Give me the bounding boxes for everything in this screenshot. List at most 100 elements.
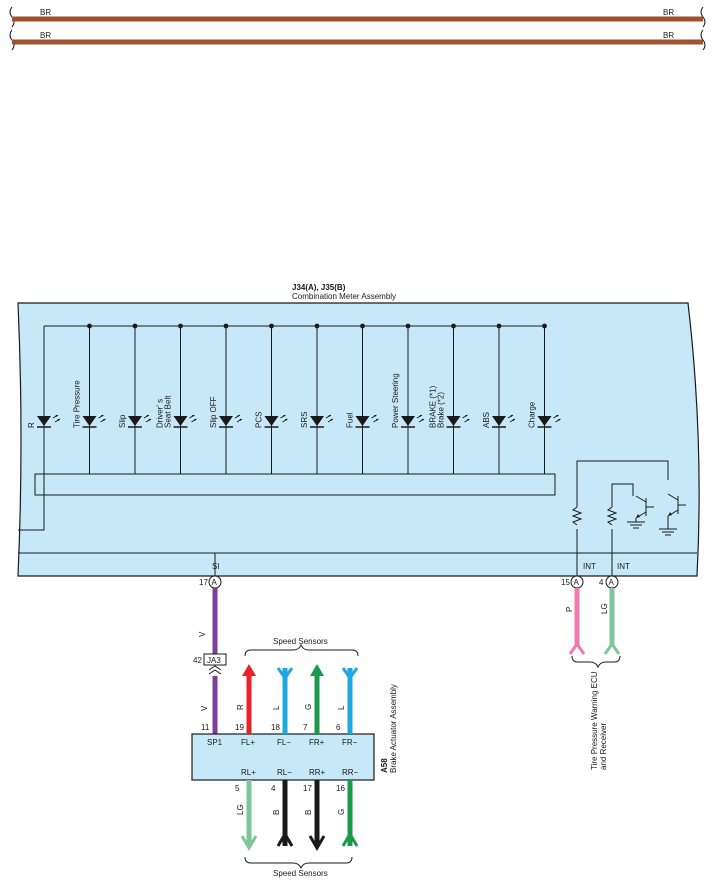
indicator-label: ABS: [482, 412, 491, 428]
int1-connector-marker: A: [570, 575, 584, 589]
light-ray-head: [419, 415, 424, 421]
indicator-lamp: Slip OFF: [209, 323, 243, 474]
indicator-label: Tire Pressure: [73, 380, 82, 428]
top-br-wires: BR BR BR BR: [9, 6, 706, 51]
wire-color-label: L: [337, 705, 346, 710]
light-ray-head: [556, 415, 561, 421]
int2-connector-marker: A: [605, 575, 619, 589]
svg-text:A: A: [574, 578, 580, 587]
pin-label: SP1: [207, 738, 223, 747]
int1-upper-wire: [576, 460, 669, 507]
int-pin-1: 15: [561, 578, 570, 587]
meter-connector-id: J34(A), J35(B): [292, 283, 346, 292]
brake-actuator-id: A58: [380, 758, 389, 773]
light-ray-head: [328, 415, 333, 421]
led-icon: [219, 416, 233, 426]
wire-color-label: L: [272, 705, 281, 710]
speed-sensors-label-bottom: Speed Sensors: [273, 869, 328, 878]
int2-upper-wire: [611, 483, 634, 507]
light-ray-head: [374, 415, 379, 421]
led-icon: [128, 416, 142, 426]
indicator-lamp: BRAKE (*1)Brake (*2): [429, 323, 470, 474]
wire-color-label: LG: [236, 804, 245, 815]
ja3-junction-box: [203, 653, 227, 666]
lg-wire-label: LG: [600, 603, 609, 614]
meter-tpms-circuit: [571, 460, 686, 553]
indicator-lamp: R: [27, 326, 61, 474]
pin-label: FR+: [309, 738, 325, 747]
speed-sensors-label-top: Speed Sensors: [273, 637, 328, 646]
transistor-2-icon: [659, 493, 686, 536]
pin-label: FL−: [277, 738, 291, 747]
indicator-label: Slip OFF: [209, 396, 218, 428]
actuator-bottom-pin: RL+5LG: [235, 768, 258, 851]
indicator-label: Charge: [528, 401, 537, 428]
light-ray-head: [101, 415, 106, 421]
si-pin-number: 17: [199, 578, 208, 587]
pin-number: 5: [235, 784, 240, 793]
led-icon: [492, 416, 506, 426]
actuator-bottom-pin: RL−4B: [271, 768, 294, 847]
meter-name: Combination Meter Assembly: [292, 292, 396, 301]
lg-wire-arrow-icon: [603, 641, 621, 655]
speed-sensors-brace-bottom: [244, 856, 353, 870]
p-wire-label: P: [565, 607, 574, 612]
indicator-label: SRS: [300, 412, 309, 428]
arrow-down-icon: [308, 835, 326, 851]
pin-number: 16: [336, 784, 345, 793]
br-label-left-1: BR: [40, 8, 51, 17]
p-wire-arrow-icon: [568, 641, 586, 655]
indicator-label: Driver' sSeat Belt: [156, 395, 173, 428]
indicator-lamp: ABS: [482, 323, 516, 474]
pin-number: 7: [303, 723, 308, 732]
led-icon: [82, 416, 97, 426]
si-connector-marker: A: [208, 575, 222, 589]
wire-color-label: R: [236, 704, 245, 710]
speed-sensors-brace-top: [244, 643, 359, 657]
arrow-up-icon: [310, 664, 324, 676]
indicator-lamp: Charge: [528, 323, 561, 474]
indicator-label: Slip: [118, 414, 127, 428]
v-wire-label-lower: V: [200, 705, 209, 711]
pin-label: RL−: [277, 768, 292, 777]
led-icon: [264, 416, 279, 426]
wire-color-label: G: [337, 809, 346, 815]
pin-number: 18: [271, 723, 280, 732]
actuator-bottom-pin: RR− 16G: [336, 768, 359, 847]
indicator-lamp: PCS: [255, 323, 288, 474]
indicator-lamp: Slip: [118, 323, 152, 474]
transistor-1-icon: [627, 495, 654, 529]
indicator-label: R: [27, 422, 36, 428]
indicator-lamp: Tire Pressure: [73, 323, 106, 474]
actuator-top-pin: 7FR+G: [303, 664, 325, 747]
actuator-top-pin: 6FR−L: [336, 667, 359, 747]
indicator-label: Power Steering: [391, 373, 400, 428]
connector-chevron-icon: [208, 665, 222, 675]
brake-actuator-name: Brake Actuator Assembly: [389, 684, 398, 773]
resistor-1-icon: [571, 506, 583, 526]
pin-label: RR−: [342, 768, 359, 777]
light-ray-head: [146, 415, 151, 421]
tpms-ecu-name: Tire Pressure Warning ECUand Receiver: [590, 671, 608, 770]
pin-number: 11: [201, 723, 210, 732]
light-ray-head: [465, 415, 470, 421]
indicator-label: Fuel: [346, 412, 355, 428]
resistor-2-icon: [606, 506, 618, 526]
pin-label: RL+: [241, 768, 256, 777]
pin-number: 4: [271, 784, 276, 793]
wire-color-label: B: [272, 810, 281, 815]
ja3-pin-number: 42: [193, 656, 202, 665]
meter-inner-block: [34, 473, 556, 496]
ja3-label: JA3: [207, 656, 221, 665]
indicator-label: PCS: [255, 412, 264, 428]
light-ray-head: [510, 415, 515, 421]
arrow-in-icon: [341, 831, 359, 847]
v-wire-label-upper: V: [198, 631, 207, 637]
si-label: SI: [212, 562, 220, 571]
led-icon: [173, 416, 188, 426]
svg-text:A: A: [609, 578, 615, 587]
